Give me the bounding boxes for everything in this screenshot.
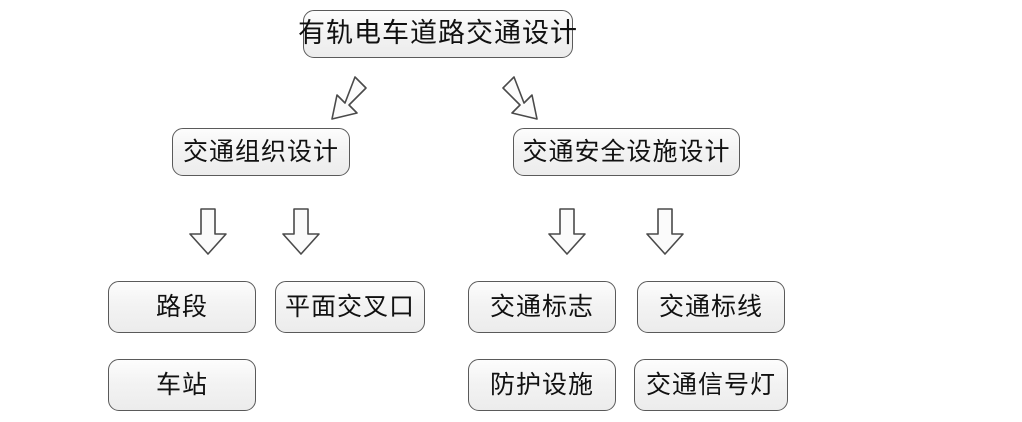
node-branch-traffic-organization[interactable]: 交通组织设计 bbox=[172, 128, 350, 176]
node-leaf-station[interactable]: 车站 bbox=[108, 359, 256, 411]
node-leaf-road-section[interactable]: 路段 bbox=[108, 281, 256, 333]
connector-right-branch-to-traffic-marking-icon bbox=[644, 207, 686, 257]
connector-left-branch-to-road-section-icon bbox=[187, 207, 229, 257]
node-leaf-traffic-signal-light-label: 交通信号灯 bbox=[645, 369, 776, 399]
node-leaf-road-section-label: 路段 bbox=[155, 291, 208, 321]
node-root-label: 有轨电车道路交通设计 bbox=[298, 17, 578, 49]
node-leaf-traffic-signal-light[interactable]: 交通信号灯 bbox=[634, 359, 788, 411]
node-branch-traffic-safety-facility-label: 交通安全设施设计 bbox=[522, 136, 731, 166]
node-branch-traffic-organization-label: 交通组织设计 bbox=[182, 136, 339, 166]
node-leaf-traffic-marking[interactable]: 交通标线 bbox=[637, 281, 785, 333]
node-leaf-protective-facility[interactable]: 防护设施 bbox=[468, 359, 616, 411]
connector-right-branch-to-traffic-sign-icon bbox=[546, 207, 588, 257]
node-leaf-at-grade-intersection-label: 平面交叉口 bbox=[284, 291, 415, 321]
connector-root-to-left-branch-icon bbox=[313, 74, 369, 126]
node-root[interactable]: 有轨电车道路交通设计 bbox=[298, 10, 577, 58]
node-leaf-station-label: 车站 bbox=[155, 369, 208, 399]
node-leaf-traffic-sign[interactable]: 交通标志 bbox=[468, 281, 616, 333]
node-branch-traffic-safety-facility[interactable]: 交通安全设施设计 bbox=[513, 128, 740, 176]
node-leaf-protective-facility-label: 防护设施 bbox=[489, 369, 594, 399]
connector-root-to-right-branch-icon bbox=[500, 74, 556, 126]
node-leaf-at-grade-intersection[interactable]: 平面交叉口 bbox=[275, 281, 425, 333]
connector-left-branch-to-intersection-icon bbox=[280, 207, 322, 257]
node-leaf-traffic-marking-label: 交通标线 bbox=[658, 291, 763, 321]
node-leaf-traffic-sign-label: 交通标志 bbox=[489, 291, 594, 321]
